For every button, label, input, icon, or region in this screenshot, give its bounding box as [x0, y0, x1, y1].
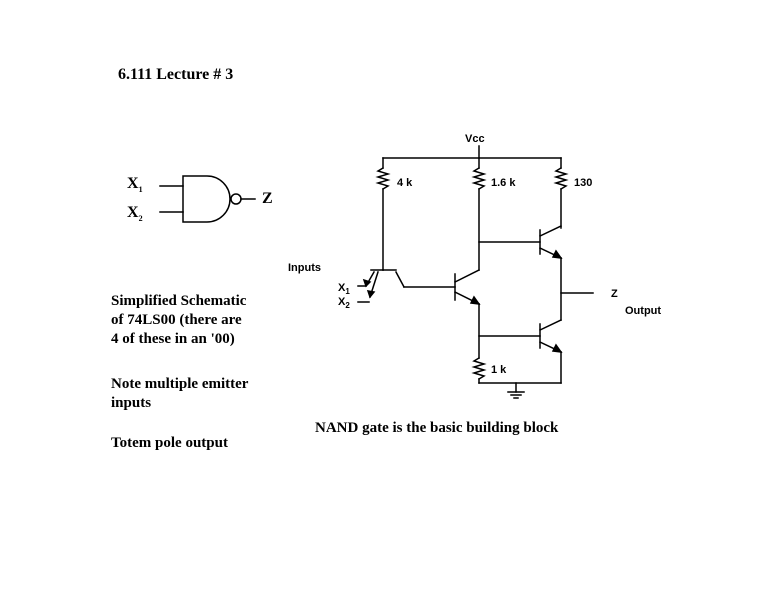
inputs-label: Inputs [288, 262, 321, 274]
note-line: inputs [111, 395, 152, 411]
gate-input-x1-label: X1 [127, 175, 143, 195]
note-line: Simplified Schematic [111, 293, 247, 309]
resistor-4k [375, 166, 391, 191]
r2-label: 1.6 k [491, 177, 516, 189]
x2-label: X2 [338, 296, 350, 310]
note-schematic: Simplified Schematic of 74LS00 (there ar… [111, 292, 311, 349]
note-line: Note multiple emitter [111, 376, 249, 392]
note-line: 4 of these in an '00) [111, 331, 235, 347]
r1-label: 4 k [397, 177, 413, 189]
resistor-1.6k [471, 166, 487, 191]
caption: NAND gate is the basic building block [315, 420, 559, 436]
output-label: Output [625, 305, 661, 317]
r3-label: 130 [574, 177, 592, 189]
vcc-label: Vcc [465, 133, 485, 145]
gate-output-z-label: Z [262, 190, 273, 207]
resistor-1k [471, 356, 487, 381]
x1-label: X1 [338, 282, 350, 296]
gate-input-x2-label: X2 [127, 204, 143, 224]
z-label: Z [611, 288, 618, 300]
note-totem: Totem pole output [111, 434, 311, 453]
note-emitter: Note multiple emitter inputs [111, 375, 311, 413]
slide-title: 6.111 Lecture # 3 [118, 66, 234, 83]
note-line: Totem pole output [111, 435, 228, 451]
note-line: of 74LS00 (there are [111, 312, 242, 328]
resistor-130 [553, 166, 569, 191]
nand-gate-symbol [159, 175, 256, 223]
r4-label: 1 k [491, 364, 507, 376]
